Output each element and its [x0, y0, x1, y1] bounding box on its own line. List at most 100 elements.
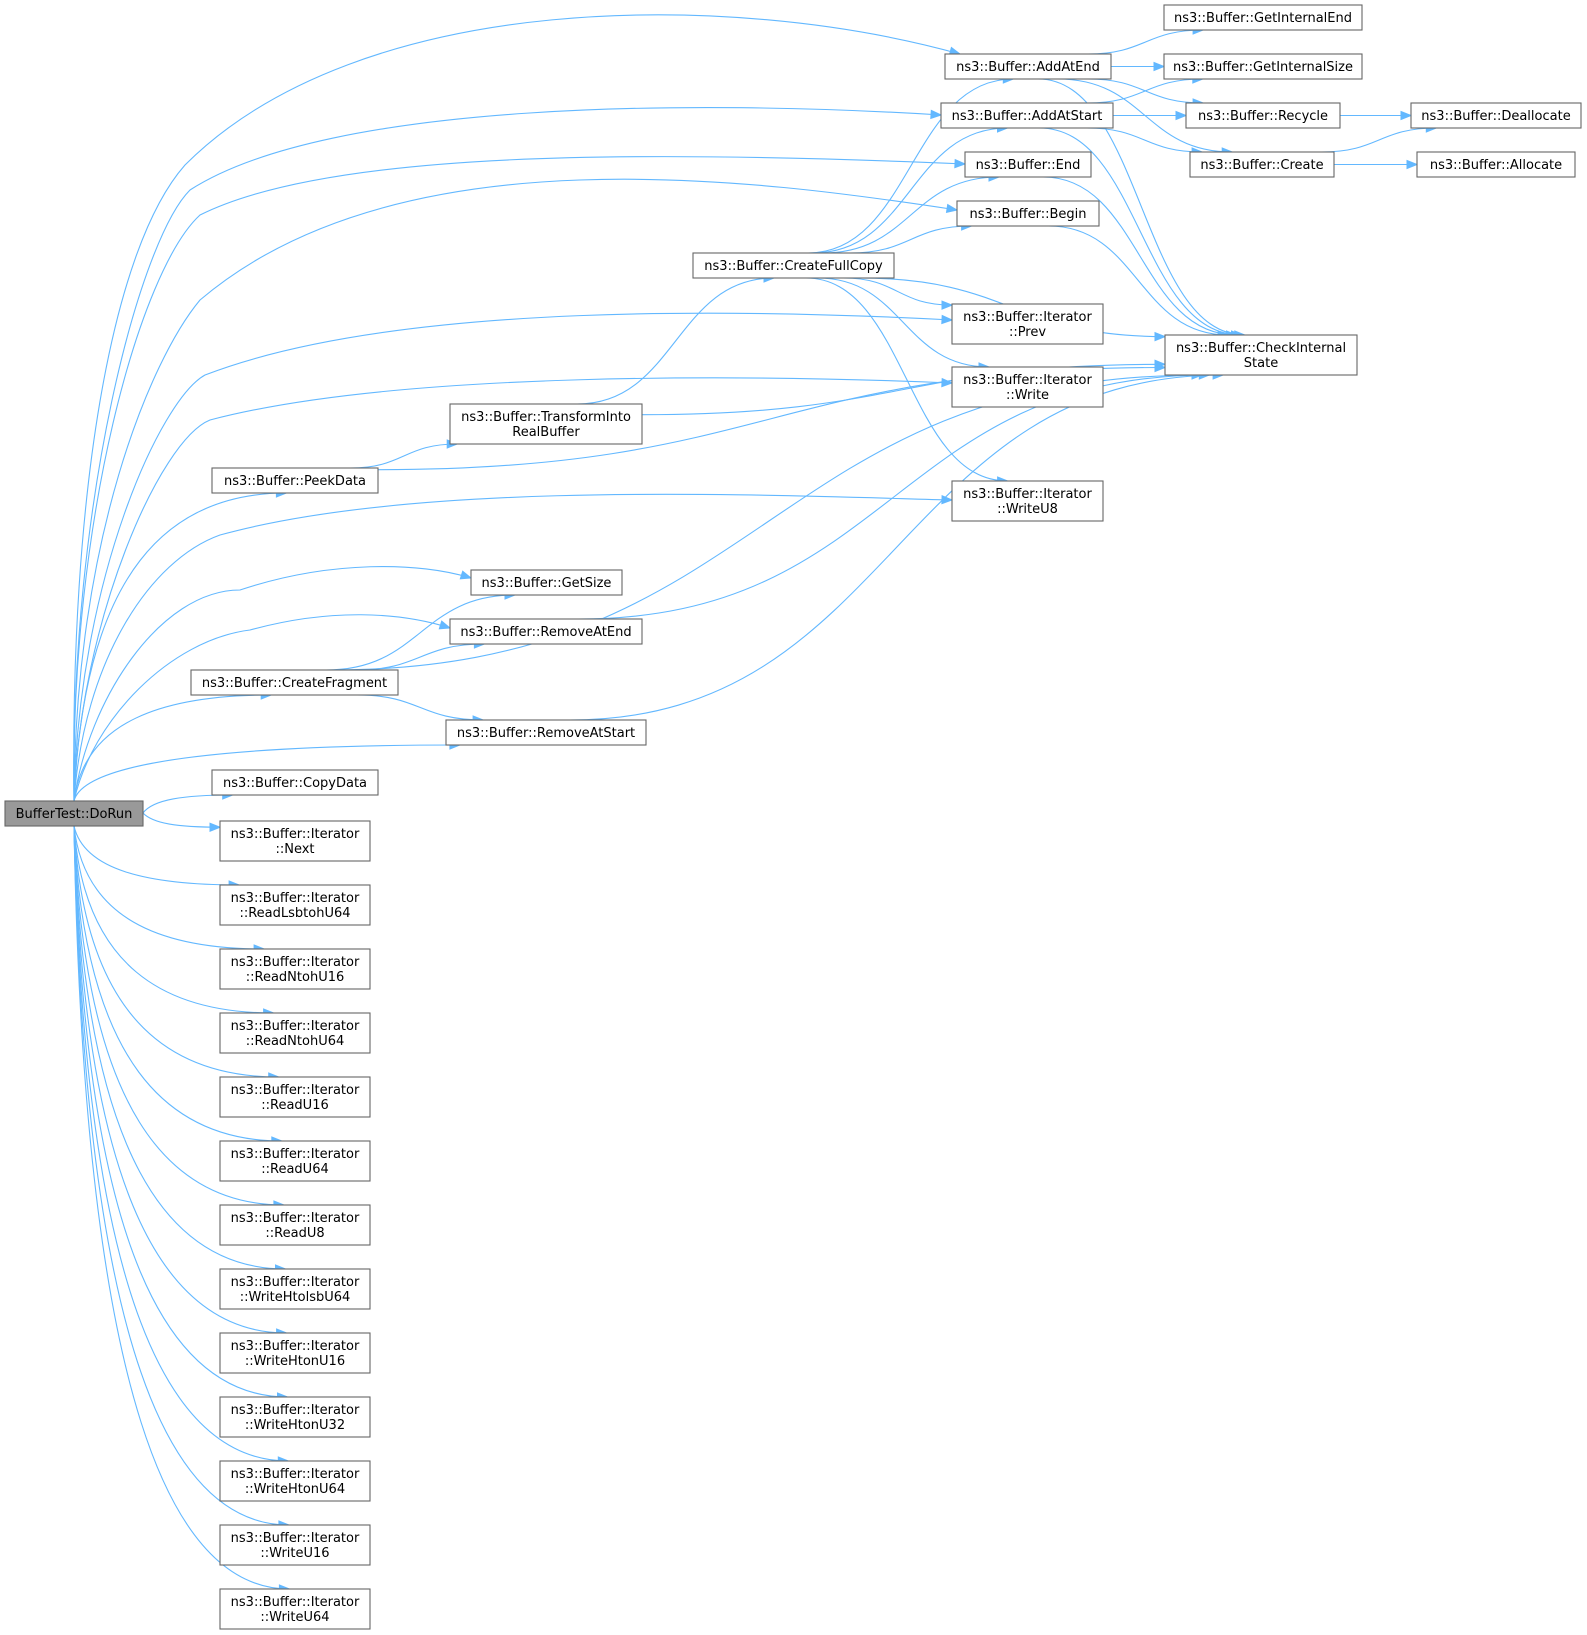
edge-line	[73, 492, 287, 802]
edge-line	[73, 825, 284, 1206]
edge-line	[142, 794, 233, 814]
node-label: ns3::Buffer::Iterator	[231, 1467, 360, 1482]
node-label: ns3::Buffer::Iterator	[231, 1083, 360, 1098]
node-getinternalsize[interactable]: ns3::Buffer::GetInternalSize	[1163, 53, 1363, 80]
node-box	[951, 303, 1104, 345]
node-getsize[interactable]: ns3::Buffer::GetSize	[470, 569, 623, 596]
edge-line	[73, 825, 286, 1270]
node-writehtonu64[interactable]: ns3::Buffer::Iterator::WriteHtonU64	[219, 1460, 371, 1502]
edge-arrowhead	[438, 620, 452, 630]
edge-addatstart-to-create	[1086, 127, 1204, 157]
node-end[interactable]: ns3::Buffer::End	[964, 151, 1092, 178]
node-create[interactable]: ns3::Buffer::Create	[1189, 151, 1335, 178]
node-label: ns3::Buffer::RemoveAtStart	[457, 726, 635, 741]
edge-create-to-allocate	[1334, 159, 1419, 170]
edge-line	[1048, 225, 1229, 336]
edge-arrowhead	[945, 203, 959, 214]
node-box	[1410, 102, 1582, 129]
node-readu8[interactable]: ns3::Buffer::Iterator::ReadU8	[219, 1204, 371, 1246]
edge-line	[1039, 127, 1242, 336]
node-box	[219, 820, 371, 862]
node-writehtolsbu64[interactable]: ns3::Buffer::Iterator::WriteHtolsbU64	[219, 1268, 371, 1310]
node-readntohu64[interactable]: ns3::Buffer::Iterator::ReadNtohU64	[219, 1012, 371, 1054]
node-createfullcopy[interactable]: ns3::Buffer::CreateFullCopy	[692, 252, 895, 279]
node-label: ::WriteU8	[997, 502, 1058, 517]
node-write[interactable]: ns3::Buffer::Iterator::Write	[951, 366, 1104, 408]
node-createfragment[interactable]: ns3::Buffer::CreateFragment	[190, 669, 399, 696]
node-box	[470, 569, 623, 596]
edge-dorun-to-getsize	[73, 565, 473, 802]
node-readu64[interactable]: ns3::Buffer::Iterator::ReadU64	[219, 1140, 371, 1182]
node-addatstart[interactable]: ns3::Buffer::AddAtStart	[940, 102, 1114, 129]
node-label: ns3::Buffer::CreateFragment	[202, 676, 387, 691]
node-label: ::WriteU64	[260, 1610, 329, 1625]
edge-line	[849, 225, 972, 254]
node-deallocate[interactable]: ns3::Buffer::Deallocate	[1410, 102, 1582, 129]
edge-line	[73, 825, 279, 1078]
node-next[interactable]: ns3::Buffer::Iterator::Next	[219, 820, 371, 862]
node-box	[219, 1012, 371, 1054]
node-addatend[interactable]: ns3::Buffer::AddAtEnd	[944, 53, 1112, 80]
node-readu16[interactable]: ns3::Buffer::Iterator::ReadU16	[219, 1076, 371, 1118]
node-box	[211, 769, 379, 796]
edge-arrowhead	[1154, 362, 1167, 373]
node-copydata[interactable]: ns3::Buffer::CopyData	[211, 769, 379, 796]
node-label: ns3::Buffer::CheckInternal	[1176, 341, 1346, 356]
node-writeu64[interactable]: ns3::Buffer::Iterator::WriteU64	[219, 1588, 371, 1630]
edge-removeatend-to-checkinternal	[578, 370, 1211, 620]
node-writehtonu32[interactable]: ns3::Buffer::Iterator::WriteHtonU32	[219, 1396, 371, 1438]
node-label: ::Write	[1006, 388, 1049, 403]
node-getinternalend[interactable]: ns3::Buffer::GetInternalEnd	[1163, 4, 1363, 31]
edge-line	[843, 277, 953, 306]
node-writeu8[interactable]: ns3::Buffer::Iterator::WriteU8	[951, 480, 1104, 522]
node-allocate[interactable]: ns3::Buffer::Allocate	[1416, 151, 1576, 178]
edge-line	[73, 825, 274, 1014]
edge-line	[356, 643, 485, 671]
node-box	[219, 1396, 371, 1438]
edge-addatstart-to-recycle	[1113, 110, 1188, 121]
edge-dorun-to-removeatend	[73, 614, 452, 802]
node-box	[1164, 334, 1358, 376]
node-readlsbtohu64[interactable]: ns3::Buffer::Iterator::ReadLsbtohU64	[219, 884, 371, 926]
node-label: ns3::Buffer::GetInternalSize	[1173, 60, 1353, 75]
edge-line	[1038, 78, 1245, 336]
node-readntohu16[interactable]: ns3::Buffer::Iterator::ReadNtohU16	[219, 948, 371, 990]
edge-createfullcopy-to-prev	[843, 277, 954, 310]
node-peekdata[interactable]: ns3::Buffer::PeekData	[211, 467, 379, 494]
node-label: ::WriteHtonU64	[245, 1482, 345, 1497]
node-removeatstart[interactable]: ns3::Buffer::RemoveAtStart	[445, 719, 647, 746]
nodes-layer: BufferTest::DoRunns3::Buffer::AddAtEndns…	[4, 4, 1582, 1630]
node-label: ns3::Buffer::Iterator	[231, 827, 360, 842]
node-begin[interactable]: ns3::Buffer::Begin	[956, 200, 1100, 227]
edge-line	[73, 825, 287, 1334]
edge-line	[73, 694, 272, 802]
edge-line	[1086, 127, 1203, 153]
node-box	[219, 1204, 371, 1246]
edge-peekdata-to-transform	[350, 439, 459, 469]
node-box	[449, 403, 643, 445]
node-removeatend[interactable]: ns3::Buffer::RemoveAtEnd	[449, 618, 643, 645]
edge-arrowhead	[1153, 61, 1166, 72]
node-box	[951, 480, 1104, 522]
node-writeu16[interactable]: ns3::Buffer::Iterator::WriteU16	[219, 1524, 371, 1566]
node-prev[interactable]: ns3::Buffer::Iterator::Prev	[951, 303, 1104, 345]
node-writehtonu16[interactable]: ns3::Buffer::Iterator::WriteHtonU16	[219, 1332, 371, 1374]
node-box	[1185, 102, 1341, 129]
node-label: ::Next	[275, 842, 314, 857]
node-box	[219, 1460, 371, 1502]
node-label: ::ReadU8	[265, 1226, 324, 1241]
node-label: ns3::Buffer::Iterator	[231, 891, 360, 906]
node-recycle[interactable]: ns3::Buffer::Recycle	[1185, 102, 1341, 129]
edge-line	[73, 14, 961, 802]
node-box	[692, 252, 895, 279]
edge-dorun-to-begin	[73, 178, 959, 802]
edge-dorun-to-next	[142, 812, 222, 832]
node-box	[219, 1588, 371, 1630]
edge-arrowhead	[941, 300, 954, 310]
edge-dorun-to-peekdata	[73, 488, 288, 802]
node-label: ns3::Buffer::RemoveAtEnd	[460, 625, 631, 640]
node-dorun[interactable]: BufferTest::DoRun	[4, 800, 144, 827]
